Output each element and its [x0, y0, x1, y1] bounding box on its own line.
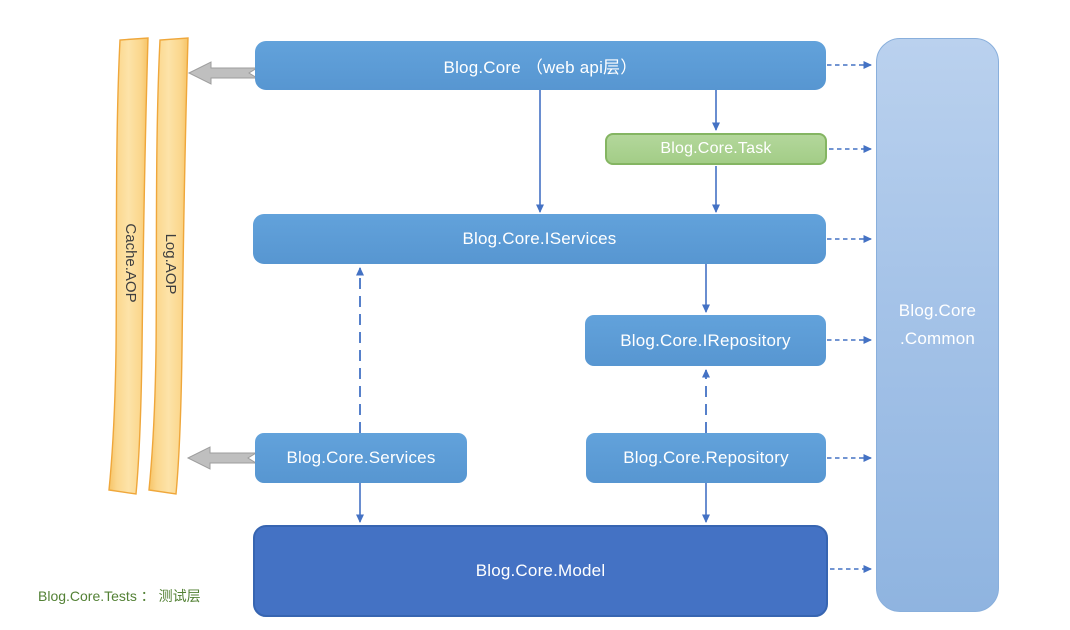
- gray-arrow-webapi-to-aop: [187, 61, 259, 85]
- node-blog-core-iservices: Blog.Core.IServices: [253, 214, 826, 264]
- cache-aop-ribbon: [108, 37, 149, 495]
- node-blog-core-model: Blog.Core.Model: [253, 525, 828, 617]
- node-blog-core-common-line1: Blog.Core: [898, 301, 977, 320]
- node-blog-core-webapi-label: Blog.Core （web api层）: [443, 58, 638, 77]
- node-blog-core-task: Blog.Core.Task: [605, 133, 827, 165]
- node-blog-core-irepository: Blog.Core.IRepository: [585, 315, 826, 366]
- legend-tests-line: Blog.Core.Tests ： 测试层: [38, 588, 201, 604]
- cache-aop-label: Cache.AOP: [122, 223, 140, 303]
- node-blog-core-iservices-label: Blog.Core.IServices: [462, 229, 617, 248]
- node-blog-core-task-label: Blog.Core.Task: [660, 140, 772, 157]
- legend-notes: Blog.Core.Tests ： 测试层 Blog.Core.Frame： 模…: [38, 546, 204, 630]
- gray-arrow-services-to-aop: [186, 446, 258, 470]
- node-blog-core-services: Blog.Core.Services: [255, 433, 467, 483]
- node-blog-core-webapi: Blog.Core （web api层）: [255, 41, 826, 90]
- node-blog-core-irepository-label: Blog.Core.IRepository: [620, 330, 791, 350]
- node-blog-core-common: Blog.Core .Common: [876, 38, 999, 612]
- node-blog-core-common-line2: .Common: [899, 329, 976, 348]
- node-blog-core-repository: Blog.Core.Repository: [586, 433, 826, 483]
- node-blog-core-model-label: Blog.Core.Model: [475, 561, 606, 580]
- node-blog-core-repository-label: Blog.Core.Repository: [623, 448, 789, 467]
- node-blog-core-services-label: Blog.Core.Services: [286, 448, 436, 467]
- log-aop-ribbon: [148, 37, 189, 495]
- log-aop-label: Log.AOP: [162, 233, 180, 295]
